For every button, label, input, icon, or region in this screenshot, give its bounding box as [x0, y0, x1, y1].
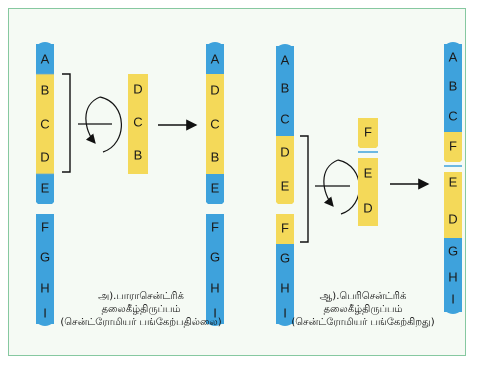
segment-label: A [449, 49, 458, 64]
segment-i [36, 304, 54, 324]
chromosome-a-result: A D C B E F G H I [206, 42, 224, 326]
chromosome-b-original: A B C D E F G H I [276, 44, 294, 326]
caption-b-line3: (சென்ட்ரோமியர் பங்கேற்கிறது) [291, 317, 435, 328]
centromere [276, 202, 294, 214]
segment-label: A [281, 52, 290, 67]
caption-a: அ).பாராசென்ட்ரிக் தலைகீழ்திருப்பம் (சென்… [56, 290, 226, 329]
segment-label: I [283, 305, 287, 320]
segment-label: G [448, 243, 458, 258]
segment-label: G [210, 249, 220, 264]
segment-label: H [280, 280, 289, 295]
segment-label: C [40, 116, 49, 131]
segment-label: D [280, 144, 289, 159]
segment-label: D [40, 149, 49, 164]
segment-label: C [210, 116, 219, 131]
centromere [36, 202, 54, 214]
segment-label: B [449, 78, 458, 93]
segment-label: F [41, 219, 49, 234]
segment-g [36, 242, 54, 274]
segment-label: B [41, 82, 50, 97]
segment-label: E [281, 178, 290, 193]
segment-label: F [211, 219, 219, 234]
segment-d [36, 142, 54, 174]
chromosome-b-result: A B C F E D G H I [444, 42, 462, 314]
segment-label: C [280, 111, 289, 126]
caption-a-line3: (சென்ட்ரோமியர் பங்கேற்பதில்லை) [60, 317, 222, 328]
segment-label: H [448, 269, 457, 284]
caption-a-line1: அ).பாராசென்ட்ரிக் [98, 291, 184, 302]
segment-label: D [448, 211, 457, 226]
segment-h [36, 274, 54, 304]
caption-b-line1: ஆ).பெரிசென்ட்ரிக் [319, 291, 407, 302]
segment-label: G [40, 249, 50, 264]
segment-e [36, 174, 54, 204]
fragment-label: E [364, 165, 373, 180]
segment-label: C [448, 108, 457, 123]
segment-label: B [281, 80, 290, 95]
segment-label: A [211, 51, 220, 66]
segment-c [36, 108, 54, 142]
rotation-icon [78, 96, 122, 153]
chromosome-a-original: A B C D E F G H I [36, 42, 54, 326]
fragment-label: D [133, 81, 142, 96]
segment-f [36, 214, 54, 242]
segment-label: E [211, 180, 220, 195]
fragment-label: F [364, 124, 372, 139]
caption-a-line2: தலைகீழ்திருப்பம் [101, 304, 181, 315]
caption-b-line2: தலைகீழ்திருப்பம் [323, 304, 403, 315]
segment-label: H [210, 280, 219, 295]
segment-label: I [451, 291, 455, 306]
segment-label: I [43, 305, 47, 320]
inversion-bracket [300, 135, 309, 243]
fragment-label: D [363, 200, 372, 215]
caption-b: ஆ).பெரிசென்ட்ரிக் தலைகீழ்திருப்பம் (சென்… [282, 290, 444, 329]
fragment-label: C [133, 114, 142, 129]
segment-label: E [449, 174, 458, 189]
diagram-panel [8, 8, 466, 356]
centromere [206, 202, 224, 214]
inversion-bracket [62, 73, 71, 173]
segment-label: I [213, 305, 217, 320]
segment-label: A [41, 51, 50, 66]
rotation-icon [315, 159, 360, 215]
segment-label: B [211, 149, 220, 164]
segment-b [36, 74, 54, 108]
segment-label: F [281, 220, 289, 235]
inverted-fragment-a: D C B [128, 74, 148, 174]
segment-label: G [280, 250, 290, 265]
segment-label: E [41, 180, 50, 195]
segment-label: F [449, 138, 457, 153]
segment-a [36, 44, 54, 74]
segment-label: D [210, 82, 219, 97]
segment-label: H [40, 280, 49, 295]
fragment-label: B [134, 147, 143, 162]
inverted-fragment-b: F E D [358, 118, 378, 226]
